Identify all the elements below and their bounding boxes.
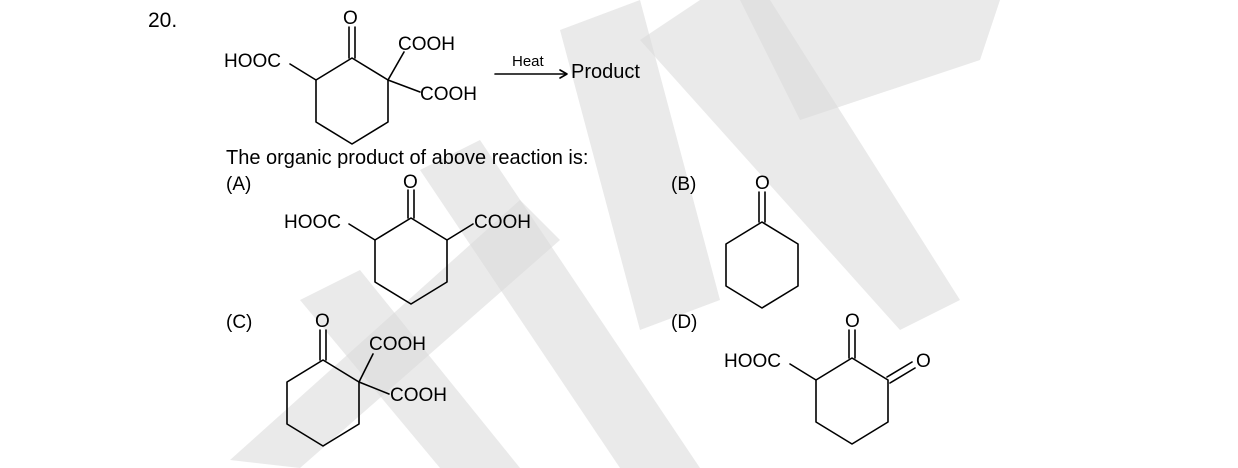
option-a-left-substituent: HOOC [284, 212, 341, 233]
option-a-label: (A) [226, 174, 251, 195]
option-d-right-oxygen: O [916, 351, 931, 372]
option-d-ring [815, 357, 889, 445]
arrow-head [559, 69, 568, 79]
reactant-structure: O HOOC COOH COOH [224, 8, 477, 145]
option-a-right-substituent: COOH [474, 212, 531, 233]
watermark [230, 0, 1000, 468]
product-label: Product [571, 61, 640, 83]
option-d-left-substituent: HOOC [724, 351, 781, 372]
option-b-label: (B) [671, 174, 696, 195]
reactant-left-substituent: HOOC [224, 51, 281, 72]
option-d-label: (D) [671, 312, 697, 333]
question-number: 20. [148, 9, 177, 32]
reaction-arrow: Heat Product [494, 53, 640, 83]
option-c[interactable]: (C) O COOH COOH [226, 311, 447, 447]
option-a-keto-oxygen: O [403, 172, 418, 193]
reactant-ring [315, 57, 389, 145]
reaction-condition: Heat [512, 53, 545, 70]
reactant-keto-oxygen: O [343, 8, 358, 29]
option-d-keto-oxygen: O [845, 311, 860, 332]
option-c-label: (C) [226, 312, 252, 333]
reactant-upper-substituent: COOH [398, 34, 455, 55]
option-d[interactable]: (D) O HOOC O [671, 311, 931, 445]
option-c-lower-substituent: COOH [390, 385, 447, 406]
option-c-keto-oxygen: O [315, 311, 330, 332]
option-b[interactable]: (B) O [671, 173, 799, 309]
option-a[interactable]: (A) O HOOC COOH [226, 172, 531, 305]
reactant-lower-substituent: COOH [420, 84, 477, 105]
option-a-ring [374, 217, 448, 305]
question-prompt: The organic product of above reaction is… [226, 147, 588, 169]
option-c-upper-substituent: COOH [369, 334, 426, 355]
option-c-ring [286, 359, 360, 447]
option-b-ring [725, 221, 799, 309]
option-b-keto-oxygen: O [755, 173, 770, 194]
